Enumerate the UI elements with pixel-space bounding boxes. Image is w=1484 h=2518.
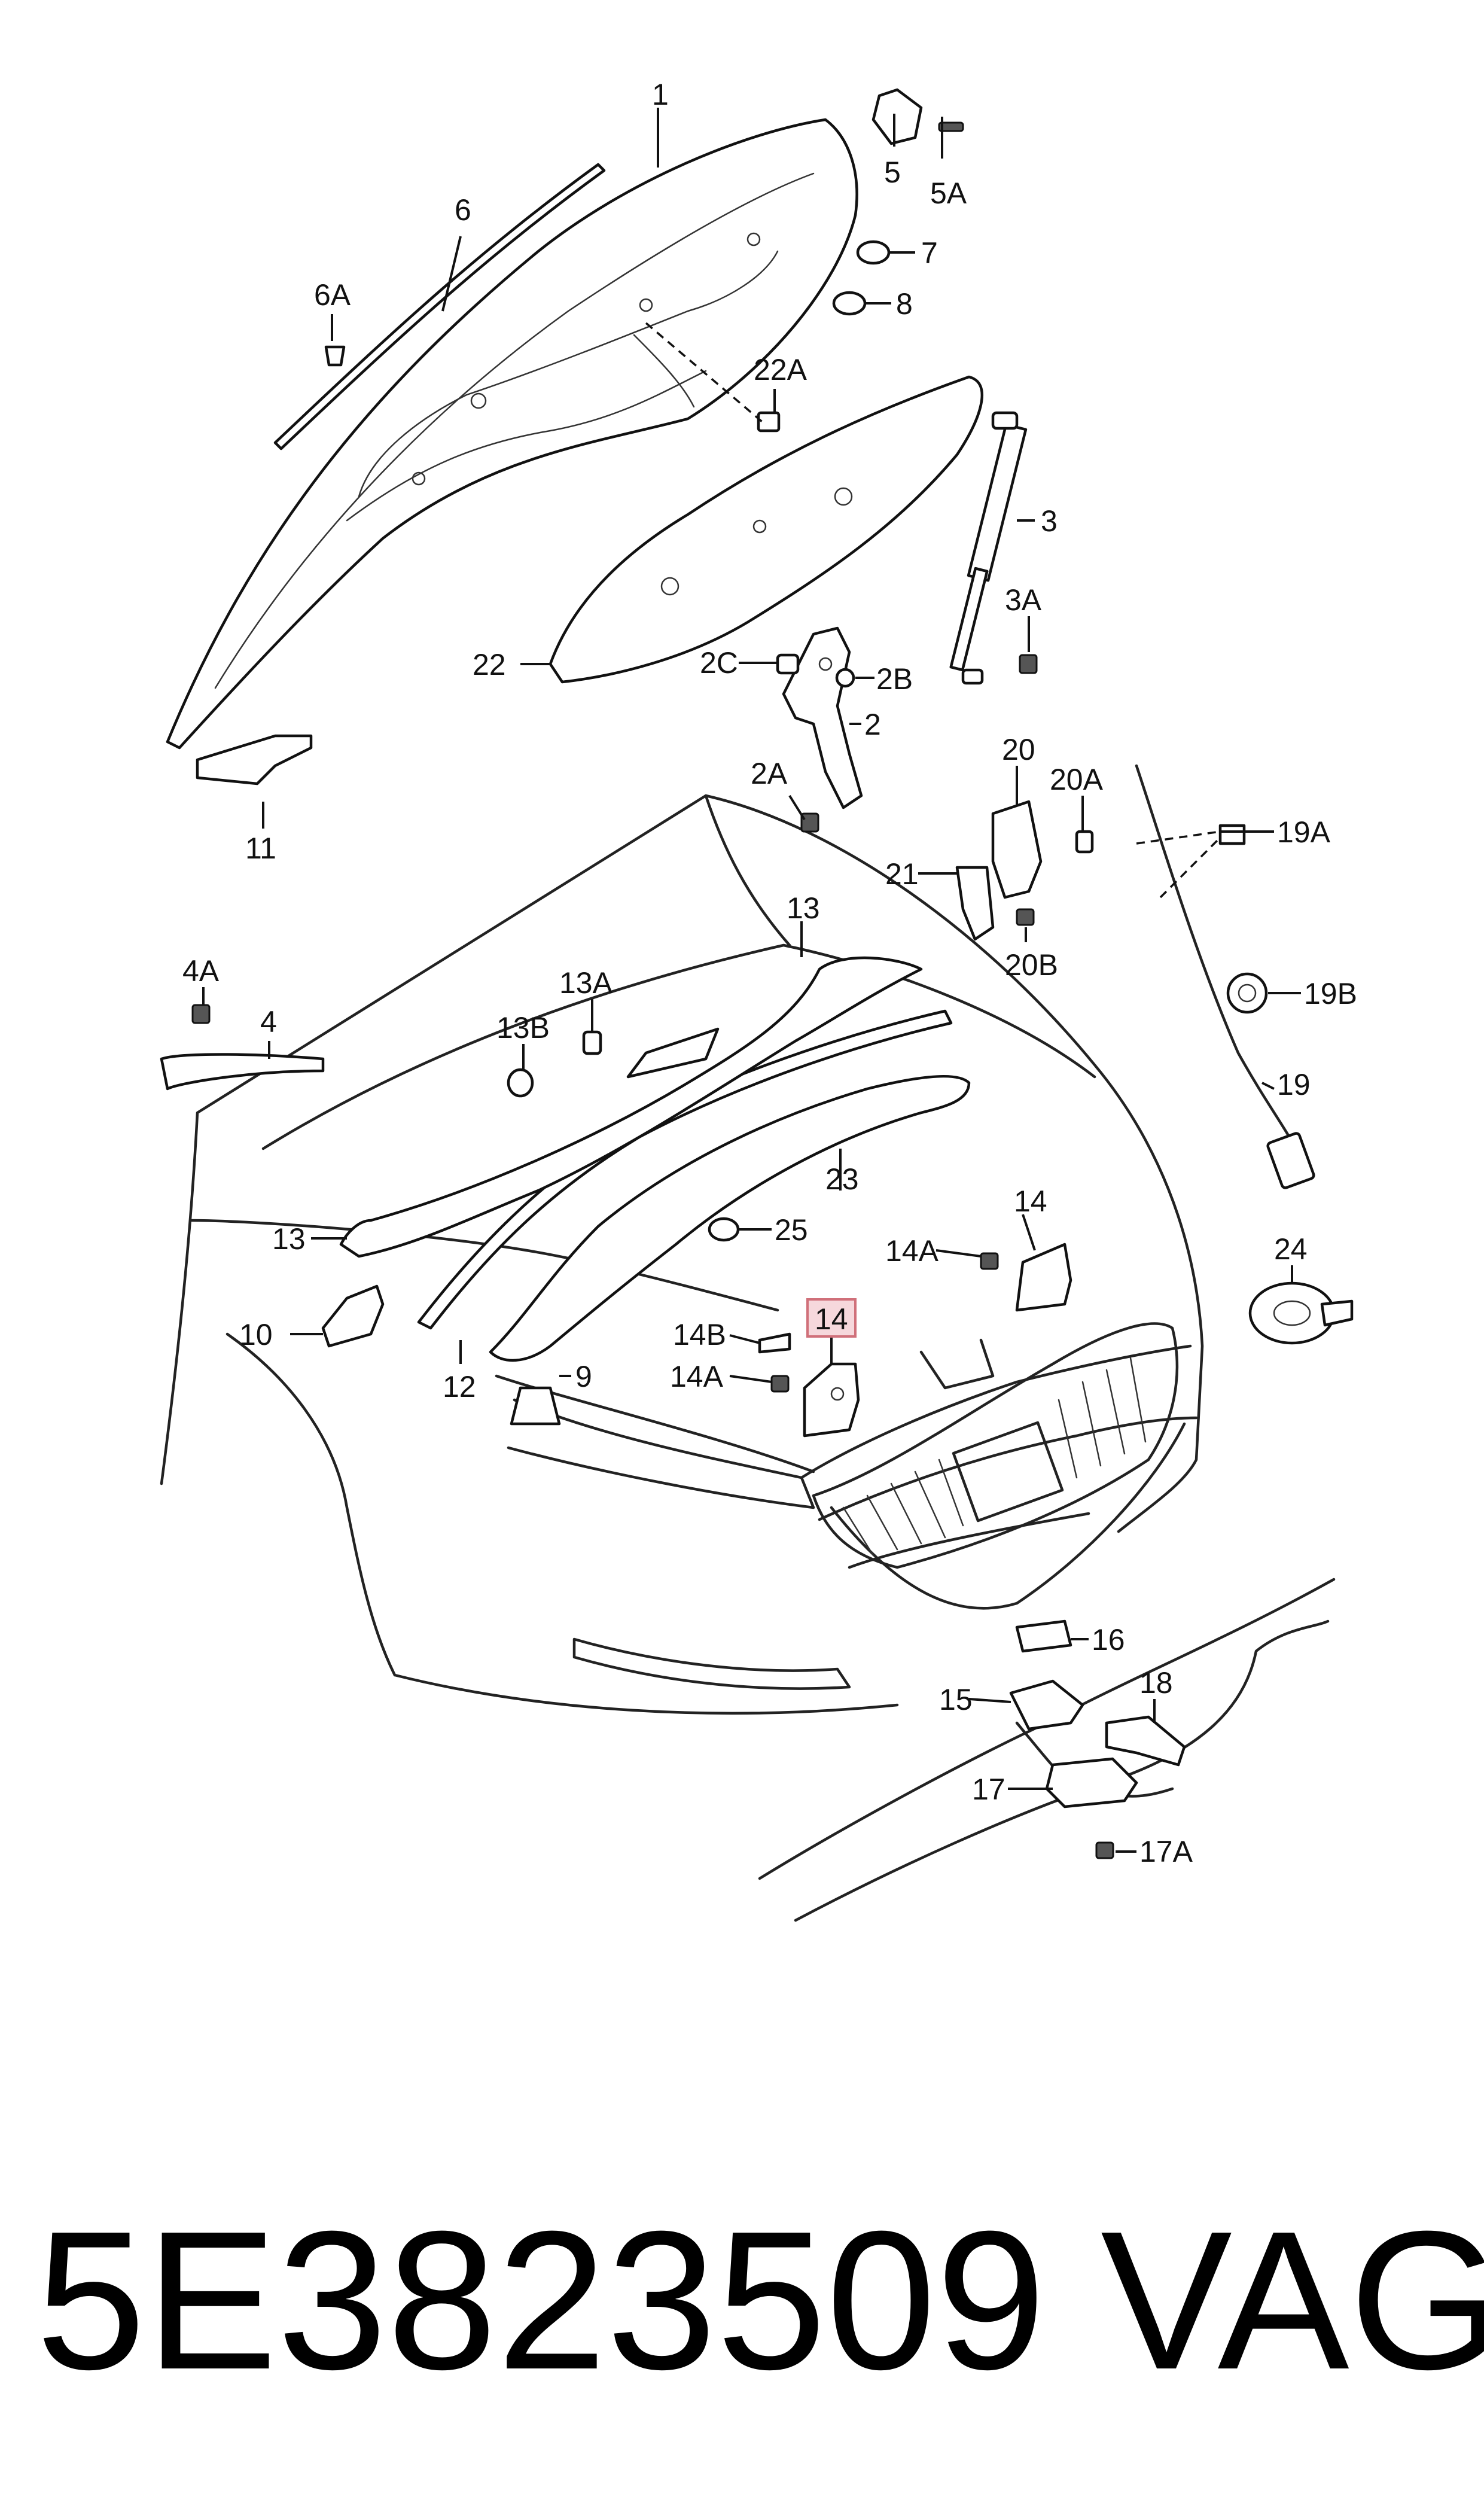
label-3a: 3A	[1005, 583, 1042, 617]
label-2: 2	[864, 708, 881, 741]
label-4a: 4A	[182, 954, 220, 988]
label-20a: 20A	[1050, 763, 1104, 796]
label-1: 1	[652, 78, 669, 111]
cover-23	[489, 1074, 971, 1362]
label-16: 16	[1092, 1623, 1125, 1657]
label-17: 17	[972, 1773, 1005, 1806]
label-19: 19	[1277, 1068, 1311, 1101]
label-5a: 5A	[930, 176, 967, 210]
label-8: 8	[896, 287, 913, 321]
label-23: 23	[825, 1162, 859, 1196]
label-18: 18	[1139, 1666, 1173, 1700]
label-2b: 2B	[876, 662, 913, 696]
label-25: 25	[775, 1213, 808, 1247]
small-parts	[160, 88, 1354, 1859]
label-5: 5	[884, 156, 901, 189]
label-13-left: 13	[272, 1222, 306, 1256]
label-10: 10	[239, 1318, 273, 1351]
label-24: 24	[1274, 1232, 1308, 1266]
label-2c: 2C	[700, 646, 738, 680]
leader-lines	[202, 108, 1301, 1853]
footer: 5E3823509 VAG	[0, 2202, 1484, 2441]
label-14b: 14B	[673, 1318, 726, 1351]
label-19a: 19A	[1277, 815, 1331, 849]
callout-labels: 1 2 2A 2B 2C 3 3A 4 4A 5 5A 6 6A 7 8 9 1…	[182, 78, 1357, 1868]
insulation-mat	[548, 375, 983, 684]
label-13a: 13A	[559, 966, 613, 1000]
label-11: 11	[245, 832, 276, 865]
label-22a: 22A	[754, 353, 807, 386]
release-cables	[758, 764, 1336, 1922]
label-19b: 19B	[1304, 977, 1357, 1010]
label-6a: 6A	[314, 278, 351, 312]
part-number: 5E3823509	[36, 2190, 1046, 2410]
label-3: 3	[1041, 504, 1058, 538]
label-14a-upper: 14A	[885, 1234, 939, 1268]
label-21: 21	[885, 857, 919, 891]
label-15: 15	[939, 1683, 973, 1716]
label-14-highlight-box	[806, 1298, 857, 1338]
label-12: 12	[443, 1370, 476, 1403]
water-deflector	[339, 956, 923, 1258]
label-9: 9	[575, 1360, 592, 1393]
label-20b: 20B	[1005, 948, 1058, 982]
label-6: 6	[455, 193, 471, 227]
label-13b: 13B	[496, 1011, 550, 1045]
label-17a: 17A	[1139, 1835, 1193, 1868]
hood-panel	[166, 118, 858, 750]
brand-name: VAG	[1101, 2190, 1484, 2410]
label-20: 20	[1002, 733, 1035, 766]
seal-strip	[273, 163, 606, 450]
label-7: 7	[921, 236, 938, 270]
label-14-upper: 14	[1014, 1185, 1047, 1218]
label-13-top: 13	[787, 891, 820, 925]
label-14a-lower: 14A	[670, 1360, 724, 1393]
label-14-highlighted: 14	[815, 1302, 848, 1336]
label-4: 4	[260, 1005, 277, 1039]
label-2a: 2A	[751, 757, 788, 790]
gas-strut	[949, 411, 1028, 685]
label-22: 22	[473, 648, 506, 681]
parts-diagram: 1 2 2A 2B 2C 3 3A 4 4A 5 5A 6 6A 7 8 9 1…	[160, 78, 1357, 1922]
